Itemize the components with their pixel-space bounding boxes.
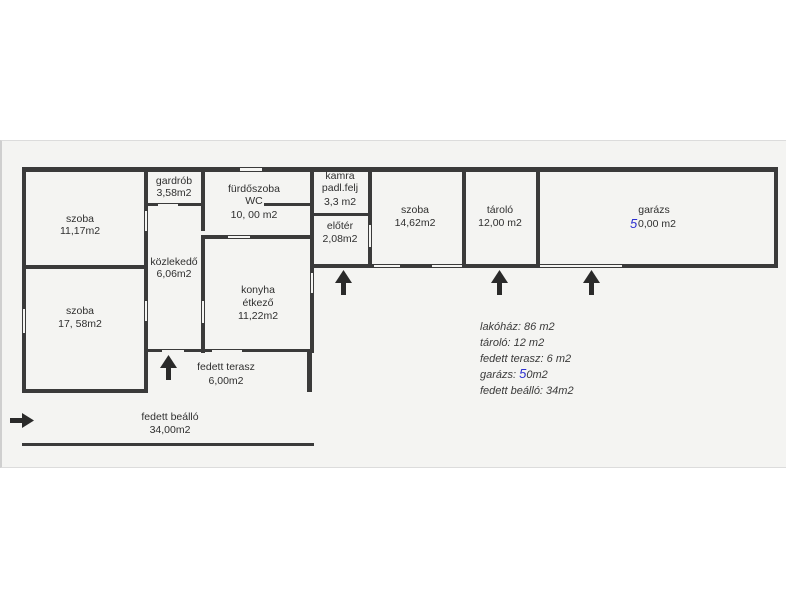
wall-bottom-left [22,389,148,393]
room-furdo-name: fürdőszoba [228,183,280,195]
up-arrow-icon [491,270,508,295]
room-kozleked-name: közlekedő [150,256,197,268]
room-furdo-area: 10, 00 m2 [231,209,278,221]
room-eloter-name: előtér [327,220,354,232]
room-konyha-sub: étkező [243,297,274,309]
floor-plan-sheet: szoba 11,17m2 szoba 17, 58m2 gardrób 3,5… [0,140,786,468]
summary-line-lakohaz: lakóház: 86 m2 [480,321,555,333]
wall-right [774,167,778,267]
room-szoba-1-name: szoba [66,213,94,225]
up-arrow-icon [583,270,600,295]
summary-line-terasz: fedett terasz: 6 m2 [480,353,571,365]
room-garazs-name: garázs [638,204,670,216]
room-gardrob-area: 3,58m2 [156,187,191,199]
room-szoba-2-name: szoba [66,305,94,317]
area-summary: lakóház: 86 m2 tároló: 12 m2 fedett tera… [480,321,574,397]
room-kamra-name: kamra [325,170,354,182]
room-eloter-area: 2,08m2 [322,233,357,245]
wall-left [22,167,26,393]
room-gardrob-name: gardrób [156,175,192,187]
up-arrow-icon [335,270,352,295]
room-kamra-sub: padl.felj [322,182,358,194]
driveway-line [22,443,314,446]
room-terasz-area: 6,00m2 [208,375,243,387]
room-kamra-area: 3,3 m2 [324,196,356,208]
room-szoba-1-area: 11,17m2 [60,225,100,237]
up-arrow-icon [160,355,177,380]
room-kozleked-area: 6,06m2 [156,268,191,280]
room-furdo-sub: WC [245,195,263,207]
wall-top [22,167,778,172]
room-szoba-3-area: 14,62m2 [395,217,436,229]
room-szoba-3-name: szoba [401,204,429,216]
summary-line-garazs: garázs: 50m2 [480,366,548,381]
room-garazs-area: 0,00 m2 [638,218,676,230]
entry-arrow-icon [10,413,34,428]
summary-line-beallo: fedett beálló: 34m2 [480,385,574,397]
room-tarolo-area: 12,00 m2 [478,217,522,229]
room-konyha-area: 11,22m2 [238,310,278,322]
room-tarolo-name: tároló [487,204,513,216]
room-szoba-2-area: 17, 58m2 [58,318,102,330]
room-beallo-name: fedett beálló [141,411,198,423]
summary-line-tarolo: tároló: 12 m2 [480,337,544,349]
room-terasz-name: fedett terasz [197,361,255,373]
room-beallo-area: 34,00m2 [150,424,191,436]
floor-plan: szoba 11,17m2 szoba 17, 58m2 gardrób 3,5… [10,167,778,446]
room-konyha-name: konyha [241,284,275,296]
garazs-summary-correction: 5 [519,366,527,381]
garazs-handwritten-correction: 5 [630,216,638,231]
